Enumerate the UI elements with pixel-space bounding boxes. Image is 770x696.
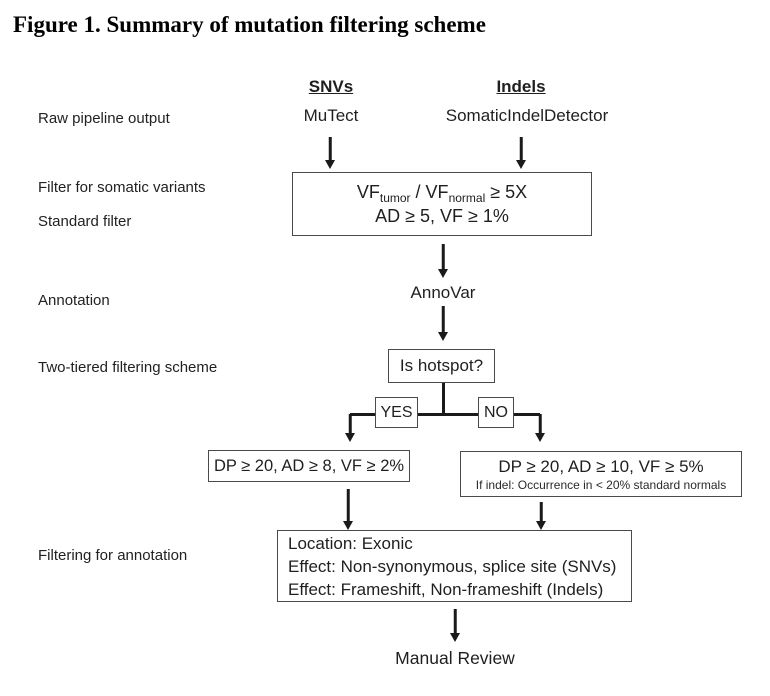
arrow-shaft (539, 502, 543, 522)
tier1-filter-box: DP ≥ 20, AD ≥ 8, VF ≥ 2% (208, 450, 410, 482)
row-label-filter-somatic-variants: Filter for somatic variants (38, 179, 206, 196)
annovar-label: AnnoVar (410, 283, 476, 302)
vf-label: VF (356, 182, 380, 202)
tier2-criteria: DP ≥ 20, AD ≥ 10, VF ≥ 5% (498, 456, 704, 476)
arrow-head (450, 633, 460, 642)
arrow-shaft (348, 414, 352, 434)
annotation-filter-box: Location: Exonic Effect: Non-synonymous,… (277, 530, 632, 602)
arrow-head (516, 160, 526, 169)
tier1-criteria: DP ≥ 20, AD ≥ 8, VF ≥ 2% (213, 457, 405, 475)
arrow-no-down (534, 414, 546, 442)
annotation-location-line: Location: Exonic (288, 533, 413, 553)
somatic-filter-line2: AD ≥ 5, VF ≥ 1% (375, 206, 509, 226)
tier2-indel-note: If indel: Occurrence in < 20% standard n… (475, 477, 727, 492)
arrow-to-manual-review (449, 609, 461, 642)
branch-connector-line (350, 413, 540, 416)
arrow-head (535, 433, 545, 442)
arrow-yes-down (344, 414, 356, 442)
arrow-head (438, 269, 448, 278)
branch-no-box: NO (478, 397, 514, 428)
row-label-filtering-for-annotation: Filtering for annotation (38, 547, 188, 564)
arrow-shaft (519, 137, 523, 161)
column-header-indels: Indels (496, 77, 546, 96)
figure-title: Figure 1. Summary of mutation filtering … (13, 12, 486, 37)
arrow-shaft (441, 306, 445, 333)
arrow-indels-down (515, 137, 527, 169)
vf-threshold: ≥ 5X (485, 182, 528, 202)
subscript-normal: normal (448, 191, 486, 205)
arrow-annovar-to-hotspot (437, 306, 449, 341)
hotspot-question: Is hotspot? (399, 356, 484, 375)
arrow-head (343, 521, 353, 530)
arrow-head (345, 433, 355, 442)
tool-somaticindeldetector: SomaticIndelDetector (445, 106, 609, 125)
arrow-shaft (538, 414, 542, 434)
arrow-shaft (346, 489, 350, 522)
arrow-tier2-down (535, 502, 547, 530)
hotspot-box: Is hotspot? (388, 349, 495, 383)
branch-yes-label: YES (380, 403, 413, 421)
column-header-snvs: SNVs (308, 77, 354, 96)
vf-divider: / VF (410, 182, 449, 202)
row-label-annotation: Annotation (38, 292, 110, 309)
annotation-effect-snvs-line: Effect: Non-synonymous, splice site (SNV… (288, 556, 617, 576)
arrow-head (325, 160, 335, 169)
arrow-head (536, 521, 546, 530)
row-label-raw-pipeline-output: Raw pipeline output (38, 110, 170, 127)
manual-review-label: Manual Review (395, 648, 515, 668)
arrow-snvs-down (324, 137, 336, 169)
tool-mutect: MuTect (303, 106, 359, 125)
hotspot-stem-line (442, 383, 445, 414)
row-label-standard-filter: Standard filter (38, 213, 132, 230)
arrow-tier1-down (342, 489, 354, 530)
arrow-to-annovar (437, 244, 449, 278)
row-label-two-tiered-scheme: Two-tiered filtering scheme (38, 359, 218, 376)
somatic-filter-box: VFtumor / VFnormal ≥ 5X AD ≥ 5, VF ≥ 1% (292, 172, 592, 236)
arrow-shaft (441, 244, 445, 270)
arrow-shaft (453, 609, 457, 634)
arrow-head (438, 332, 448, 341)
annotation-effect-indels-line: Effect: Frameshift, Non-frameshift (Inde… (288, 579, 604, 599)
tier2-filter-box: DP ≥ 20, AD ≥ 10, VF ≥ 5% If indel: Occu… (460, 451, 742, 497)
subscript-tumor: tumor (379, 191, 411, 205)
branch-yes-box: YES (375, 397, 418, 428)
arrow-shaft (328, 137, 332, 161)
somatic-filter-line1: VFtumor / VFnormal ≥ 5X (357, 180, 527, 204)
branch-no-label: NO (484, 403, 508, 421)
